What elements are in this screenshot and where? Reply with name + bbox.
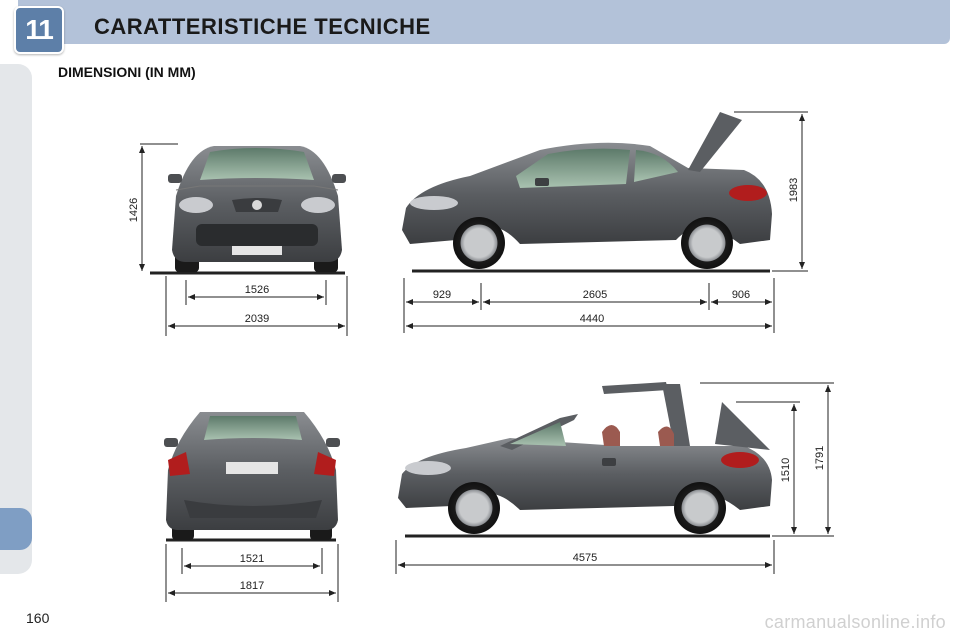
chapter-tab xyxy=(0,508,32,550)
front-view-car xyxy=(150,146,346,275)
side-open-height-dimension: 1510 xyxy=(736,401,834,537)
chapter-title: CARATTERISTICHE TECNICHE xyxy=(94,14,431,39)
front-width-label: 2039 xyxy=(245,313,269,325)
wheelbase-label: 2605 xyxy=(583,289,607,301)
side-view-open-car xyxy=(398,382,772,538)
side-view-closed-car xyxy=(402,112,772,273)
overhang-wheelbase-dimension: 929 2605 906 xyxy=(403,278,775,333)
section-title: DIMENSIONI (IN MM) xyxy=(58,64,196,80)
front-height-dimension: 1426 xyxy=(128,143,178,271)
length-closed-label: 4440 xyxy=(580,313,604,325)
page-number: 160 xyxy=(26,610,50,626)
front-track-label: 1526 xyxy=(245,284,269,296)
side-open-max-height-dimension: 1791 xyxy=(700,382,834,534)
rear-view-car xyxy=(164,412,340,542)
rear-width-dimension: 1817 xyxy=(165,544,339,602)
length-closed-dimension: 4440 xyxy=(406,313,772,329)
front-track-dimension: 1526 xyxy=(185,280,327,305)
side-closed-height-label: 1983 xyxy=(788,178,800,202)
front-width-dimension: 2039 xyxy=(165,276,348,336)
side-open-height-label: 1510 xyxy=(780,458,792,482)
front-overhang-label: 929 xyxy=(433,289,451,301)
rear-overhang-label: 906 xyxy=(732,289,750,301)
side-open-max-height-label: 1791 xyxy=(814,446,826,470)
front-height-label: 1426 xyxy=(128,198,140,222)
side-closed-height-dimension: 1983 xyxy=(734,111,808,272)
length-open-label: 4575 xyxy=(573,552,597,564)
watermark: carmanualsonline.info xyxy=(764,612,946,632)
rear-width-label: 1817 xyxy=(240,580,264,592)
side-strip xyxy=(0,64,32,574)
rear-track-dimension: 1521 xyxy=(181,548,323,574)
chapter-number-badge: 11 xyxy=(14,6,64,54)
length-open-dimension: 4575 xyxy=(395,540,775,574)
rear-track-label: 1521 xyxy=(240,553,264,565)
header-bar xyxy=(18,0,950,44)
